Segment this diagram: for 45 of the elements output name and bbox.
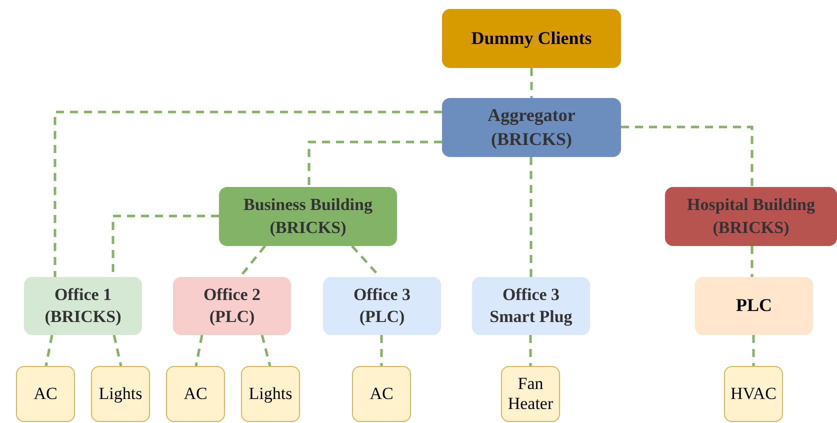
node-label: Hospital Building (BRICKS) — [686, 194, 816, 238]
connector-line — [112, 334, 122, 366]
device-box — [241, 366, 300, 422]
device-box — [166, 366, 225, 422]
device-label: AC — [370, 384, 394, 404]
connector-line — [260, 334, 272, 366]
connector-line — [529, 335, 532, 366]
node-label: Business Building (BRICKS) — [242, 194, 374, 238]
node-label: PLC — [736, 294, 772, 318]
entity-box — [442, 98, 621, 157]
connector-line — [752, 335, 755, 366]
device-box — [91, 366, 150, 422]
device-label: Fan Heater — [506, 374, 554, 414]
entity-box — [219, 187, 397, 246]
node-label: Office 3 (PLC) — [352, 284, 412, 328]
connector-line — [54, 110, 442, 277]
entity-box — [665, 187, 837, 246]
node-label: Office 2 (PLC) — [202, 284, 262, 328]
node-label: Office 1 (BRICKS) — [44, 284, 122, 328]
connector-line — [380, 335, 383, 366]
device-box — [501, 366, 560, 422]
connector-line — [530, 157, 532, 277]
device-box — [352, 366, 411, 422]
entity-box — [323, 277, 441, 335]
device-label: Lights — [248, 384, 292, 404]
entity-box — [442, 9, 621, 68]
device-label: Lights — [98, 384, 142, 404]
node-label: Office 3 Smart Plug — [488, 284, 574, 328]
device-box — [724, 366, 783, 422]
entity-box — [472, 277, 590, 335]
connector-line — [750, 246, 754, 277]
connector-line — [308, 140, 442, 187]
entity-box — [173, 277, 291, 335]
device-label: AC — [184, 384, 208, 404]
node-label: Dummy Clients — [471, 26, 592, 50]
connector-line — [621, 126, 754, 187]
node-label: Aggregator (BRICKS) — [486, 104, 576, 151]
connector-line — [194, 334, 204, 366]
connector-line — [44, 334, 54, 366]
device-label: HVAC — [730, 384, 776, 404]
device-label: AC — [34, 384, 58, 404]
entity-box — [695, 277, 813, 335]
connector-line — [530, 68, 533, 98]
device-box — [16, 366, 75, 422]
entity-box — [24, 277, 142, 335]
